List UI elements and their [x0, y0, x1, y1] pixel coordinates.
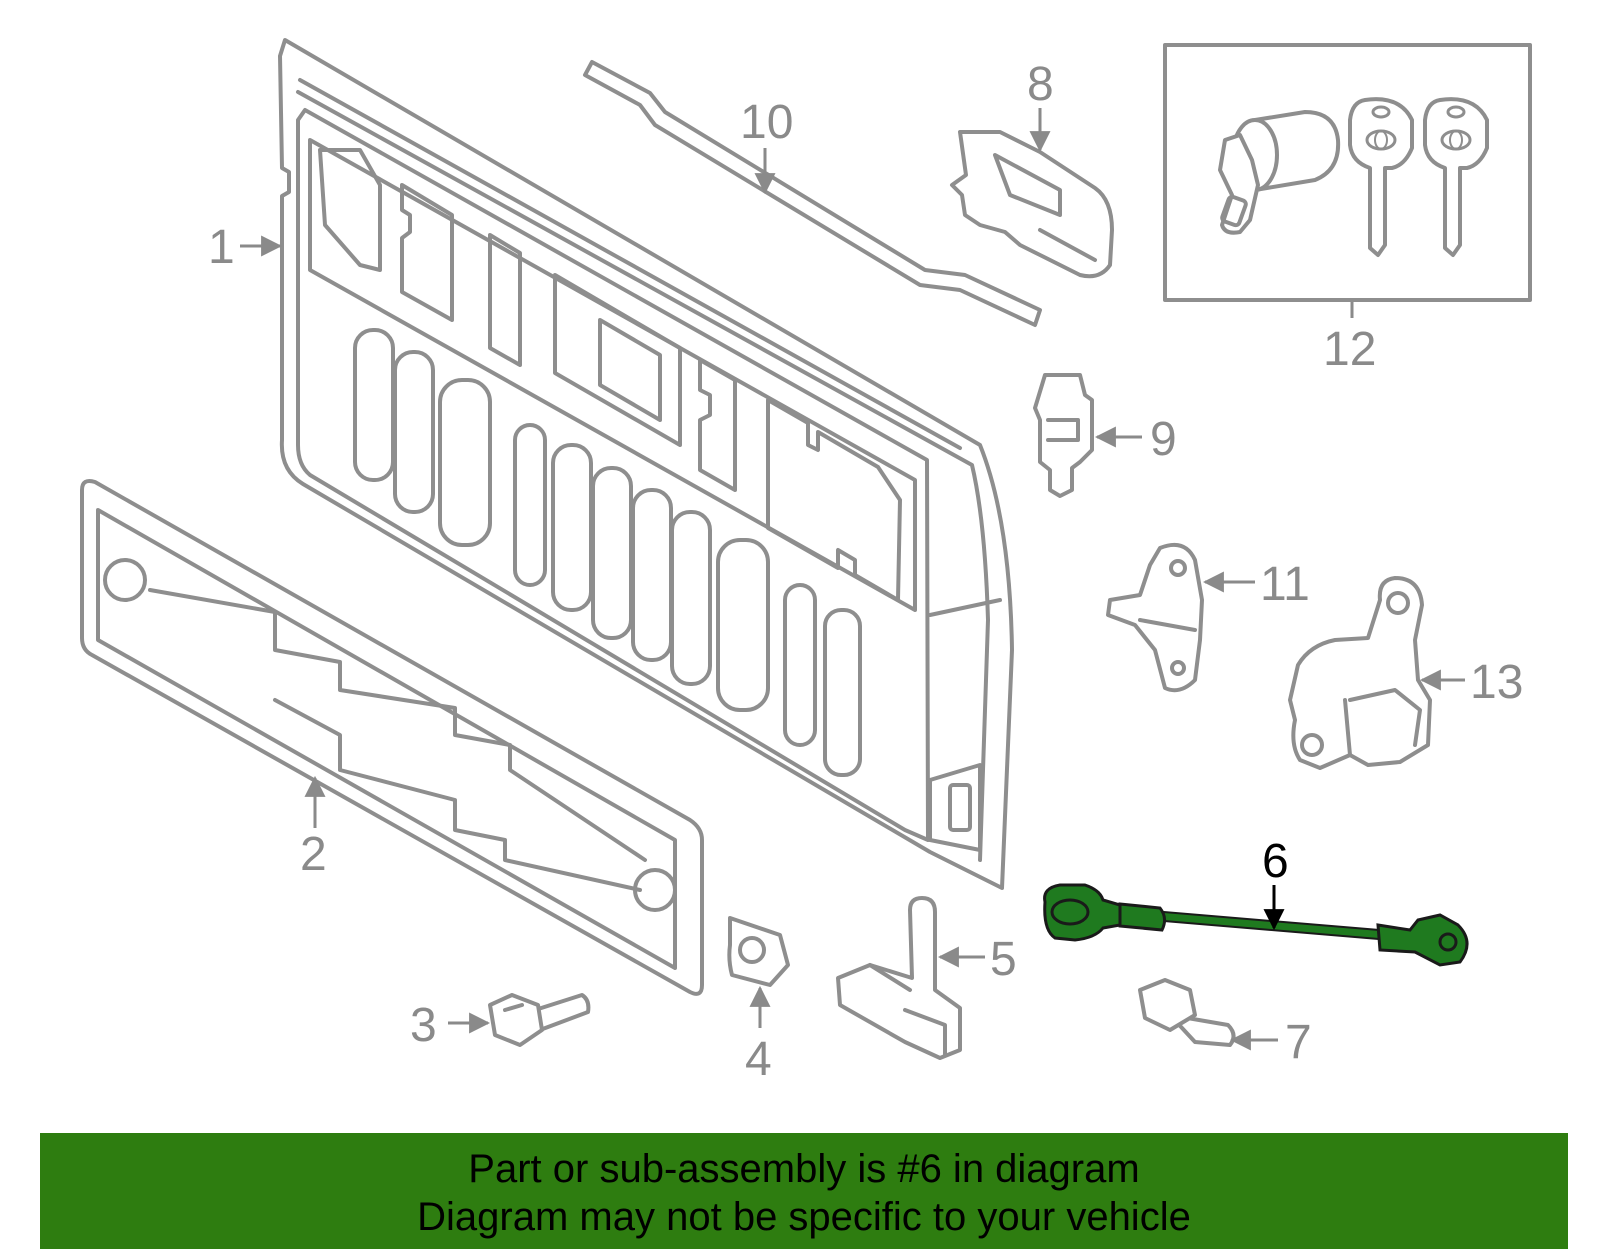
callout-1: 1 — [208, 221, 235, 274]
hinge-part-5[interactable] — [836, 896, 962, 1060]
rod-part-10[interactable] — [583, 60, 1042, 327]
switch-part-9[interactable] — [1033, 373, 1094, 498]
parts-diagram: 1 2 3 4 5 6 7 8 9 10 11 12 13 — [80, 38, 1532, 1086]
leader-lines — [240, 108, 1465, 1051]
toyota-logo-icon — [1440, 129, 1472, 151]
banner-line-1: Part or sub-assembly is #6 in diagram — [468, 1147, 1140, 1191]
tailgate-part-1[interactable] — [278, 38, 1014, 890]
callout-8: 8 — [1027, 58, 1054, 111]
tailgate-ribs — [353, 328, 862, 777]
lock-and-keys-part-12[interactable] — [1163, 43, 1532, 302]
hinge-bracket-part-13[interactable] — [1288, 576, 1432, 770]
key-1 — [1348, 97, 1414, 257]
callout-9: 9 — [1150, 413, 1177, 466]
callout-12: 12 — [1323, 323, 1376, 376]
callout-2: 2 — [300, 828, 327, 881]
latch-part-8[interactable] — [950, 130, 1114, 279]
bolt-part-3[interactable] — [488, 993, 591, 1047]
bolt-part-7[interactable] — [1138, 978, 1236, 1047]
callout-6: 6 — [1262, 835, 1289, 888]
callout-10: 10 — [740, 96, 793, 149]
info-banner: Part or sub-assembly is #6 in diagram Di… — [40, 1133, 1568, 1249]
callout-7: 7 — [1285, 1016, 1312, 1069]
callout-4: 4 — [745, 1033, 772, 1086]
callout-3: 3 — [410, 999, 437, 1052]
callout-11: 11 — [1260, 558, 1310, 611]
bracket-part-11[interactable] — [1106, 543, 1204, 693]
key-2 — [1423, 97, 1489, 257]
panel-part-2[interactable] — [80, 479, 704, 996]
callout-labels: 1 2 3 4 5 6 7 8 9 10 11 12 13 — [208, 58, 1523, 1086]
callout-13: 13 — [1470, 656, 1523, 709]
banner-line-2: Diagram may not be specific to your vehi… — [417, 1195, 1191, 1239]
lock-cylinder — [1218, 110, 1341, 235]
kit-box — [1163, 43, 1532, 302]
clip-part-4[interactable] — [727, 916, 790, 987]
callout-5: 5 — [990, 933, 1017, 986]
support-cable-part-6[interactable] — [1043, 883, 1469, 967]
toyota-logo-icon — [1365, 129, 1397, 151]
